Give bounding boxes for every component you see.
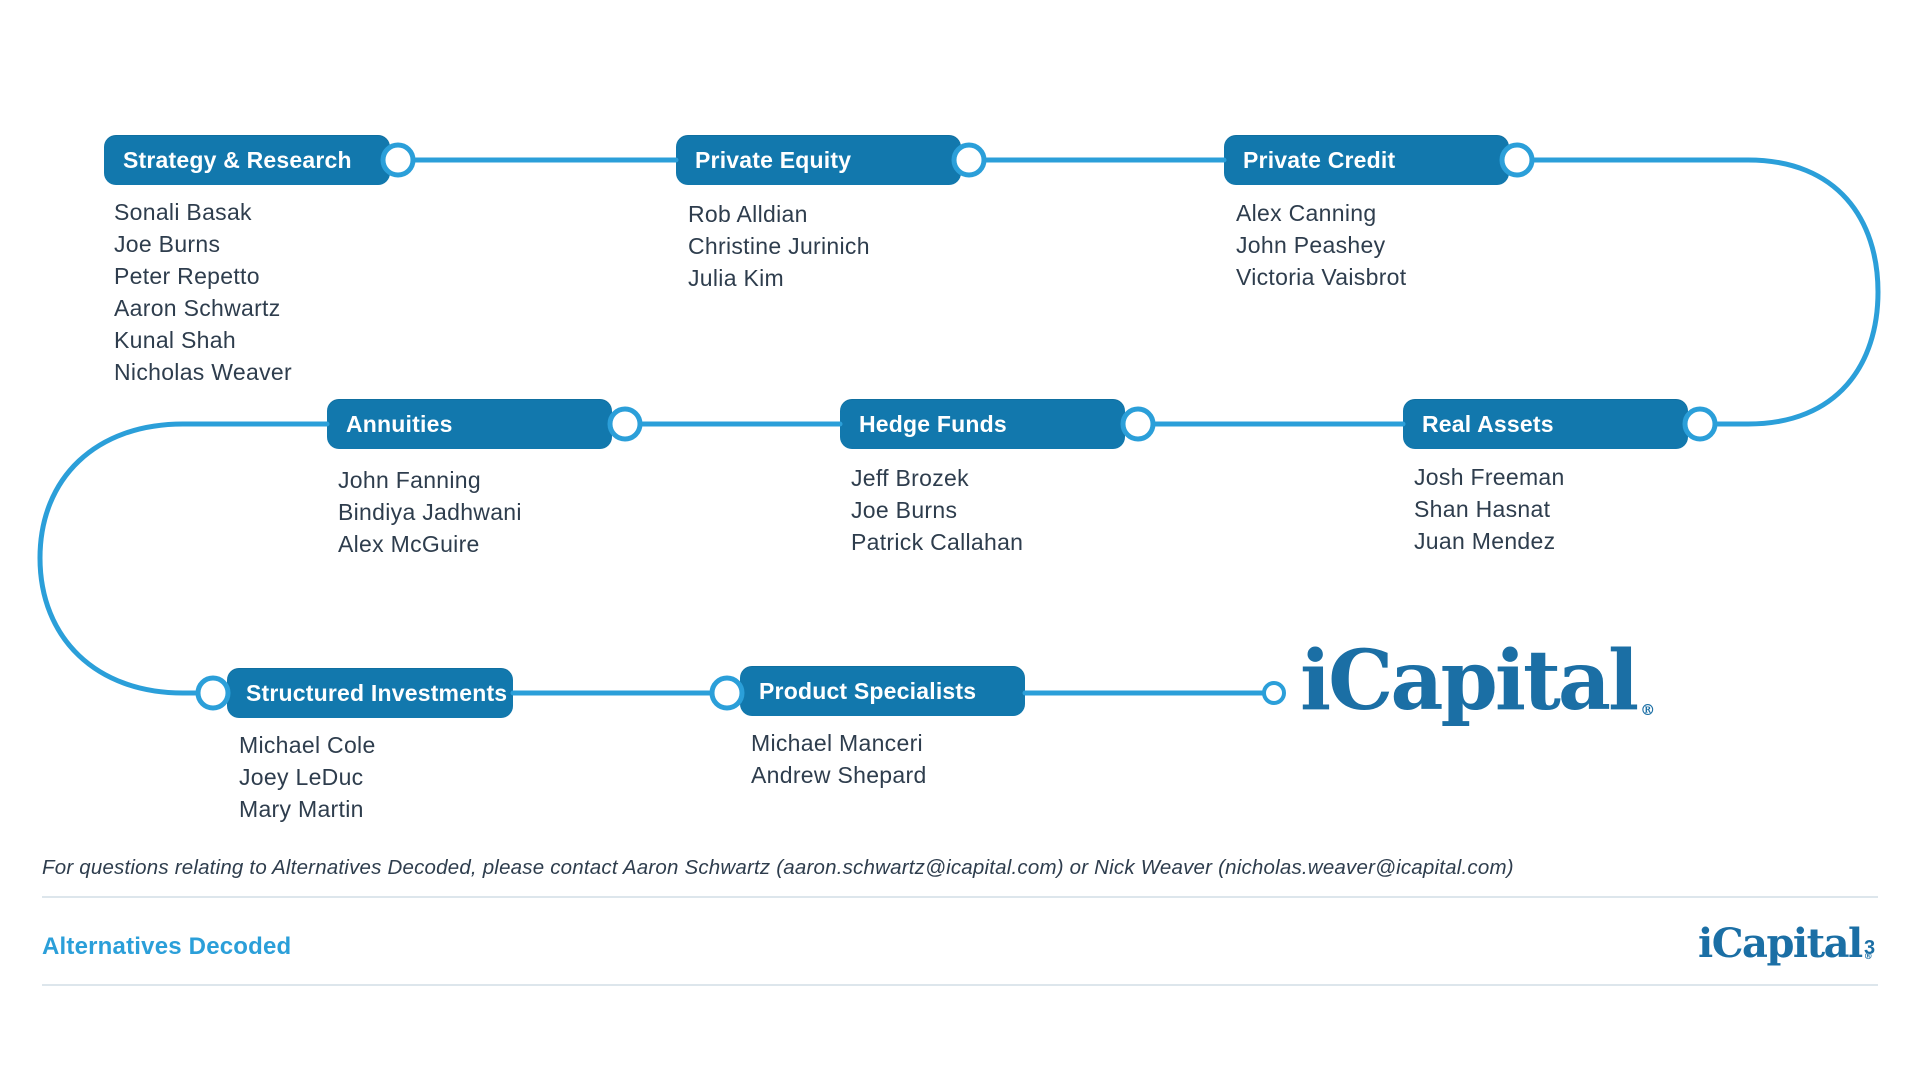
member-name: Victoria Vaisbrot bbox=[1236, 264, 1407, 290]
team-title: Annuities bbox=[346, 410, 453, 437]
member-name: Alex McGuire bbox=[338, 531, 480, 557]
connector-node-end bbox=[1262, 681, 1286, 705]
connector-line-left-uturn bbox=[37, 421, 330, 696]
member-name: Joey LeDuc bbox=[239, 764, 364, 790]
member-name: Peter Repetto bbox=[114, 263, 260, 289]
team-box-hedge-funds: Hedge Funds bbox=[840, 399, 1125, 449]
member-name: Michael Cole bbox=[239, 732, 376, 758]
member-name: Bindiya Jadhwani bbox=[338, 499, 522, 525]
member-name: John Fanning bbox=[338, 467, 481, 493]
team-box-product-specialists: Product Specialists bbox=[740, 666, 1025, 716]
team-title: Product Specialists bbox=[759, 677, 977, 704]
team-members-private-equity: Rob Alldian Christine Jurinich Julia Kim bbox=[688, 198, 870, 294]
team-title: Strategy & Research bbox=[123, 146, 352, 173]
team-members-private-credit: Alex Canning John Peashey Victoria Vaisb… bbox=[1236, 197, 1406, 293]
registered-mark: ® bbox=[1863, 952, 1873, 962]
team-members-hedge-funds: Jeff Brozek Joe Burns Patrick Callahan bbox=[851, 462, 1023, 558]
member-name: Aaron Schwartz bbox=[114, 295, 281, 321]
team-box-annuities: Annuities bbox=[327, 399, 612, 449]
icapital-logo-text: iCapital bbox=[1300, 633, 1639, 729]
connector-node bbox=[607, 406, 643, 442]
connector-node bbox=[709, 675, 745, 711]
team-box-structured-investments: Structured Investments bbox=[227, 668, 513, 718]
member-name: Alex Canning bbox=[1236, 200, 1377, 226]
team-box-private-credit: Private Credit bbox=[1224, 135, 1509, 185]
member-name: Kunal Shah bbox=[114, 327, 236, 353]
team-box-private-equity: Private Equity bbox=[676, 135, 961, 185]
team-title: Hedge Funds bbox=[859, 410, 1007, 437]
team-box-real-assets: Real Assets bbox=[1403, 399, 1688, 449]
member-name: Nicholas Weaver bbox=[114, 359, 292, 385]
connector-node bbox=[195, 675, 231, 711]
divider bbox=[42, 984, 1878, 986]
team-members-annuities: John Fanning Bindiya Jadhwani Alex McGui… bbox=[338, 464, 522, 560]
divider bbox=[42, 896, 1878, 898]
registered-mark: ® bbox=[1640, 701, 1656, 719]
page-number: 3 bbox=[1864, 937, 1876, 959]
connector-node bbox=[1120, 406, 1156, 442]
member-name: Joe Burns bbox=[851, 497, 958, 523]
connector-node bbox=[1682, 406, 1718, 442]
team-members-structured-investments: Michael Cole Joey LeDuc Mary Martin bbox=[239, 729, 376, 825]
member-name: Shan Hasnat bbox=[1414, 496, 1551, 522]
connector-line-right-uturn bbox=[1514, 157, 1881, 427]
member-name: Josh Freeman bbox=[1414, 464, 1565, 490]
team-box-strategy-research: Strategy & Research bbox=[104, 135, 390, 185]
icapital-logo-small: iCapital® bbox=[1698, 920, 1873, 967]
deck-title: Alternatives Decoded bbox=[42, 933, 292, 960]
team-members-real-assets: Josh Freeman Shan Hasnat Juan Mendez bbox=[1414, 461, 1565, 557]
member-name: Mary Martin bbox=[239, 796, 364, 822]
member-name: Rob Alldian bbox=[688, 201, 808, 227]
member-name: Christine Jurinich bbox=[688, 233, 870, 259]
team-title: Private Credit bbox=[1243, 146, 1396, 173]
member-name: Patrick Callahan bbox=[851, 529, 1024, 555]
member-name: Juan Mendez bbox=[1414, 528, 1556, 554]
team-members-strategy-research: Sonali Basak Joe Burns Peter Repetto Aar… bbox=[114, 196, 292, 388]
icapital-logo-text: iCapital bbox=[1698, 920, 1863, 967]
team-members-product-specialists: Michael Manceri Andrew Shepard bbox=[751, 727, 927, 791]
member-name: Jeff Brozek bbox=[851, 465, 969, 491]
team-title: Real Assets bbox=[1422, 410, 1554, 437]
team-title: Structured Investments bbox=[246, 679, 508, 706]
member-name: Michael Manceri bbox=[751, 730, 923, 756]
footer-note: For questions relating to Alternatives D… bbox=[42, 856, 1514, 879]
member-name: Andrew Shepard bbox=[751, 762, 927, 788]
member-name: Joe Burns bbox=[114, 231, 221, 257]
member-name: Sonali Basak bbox=[114, 199, 252, 225]
member-name: John Peashey bbox=[1236, 232, 1386, 258]
icapital-logo: iCapital® bbox=[1300, 633, 1655, 729]
team-title: Private Equity bbox=[695, 146, 852, 173]
member-name: Julia Kim bbox=[688, 265, 785, 291]
